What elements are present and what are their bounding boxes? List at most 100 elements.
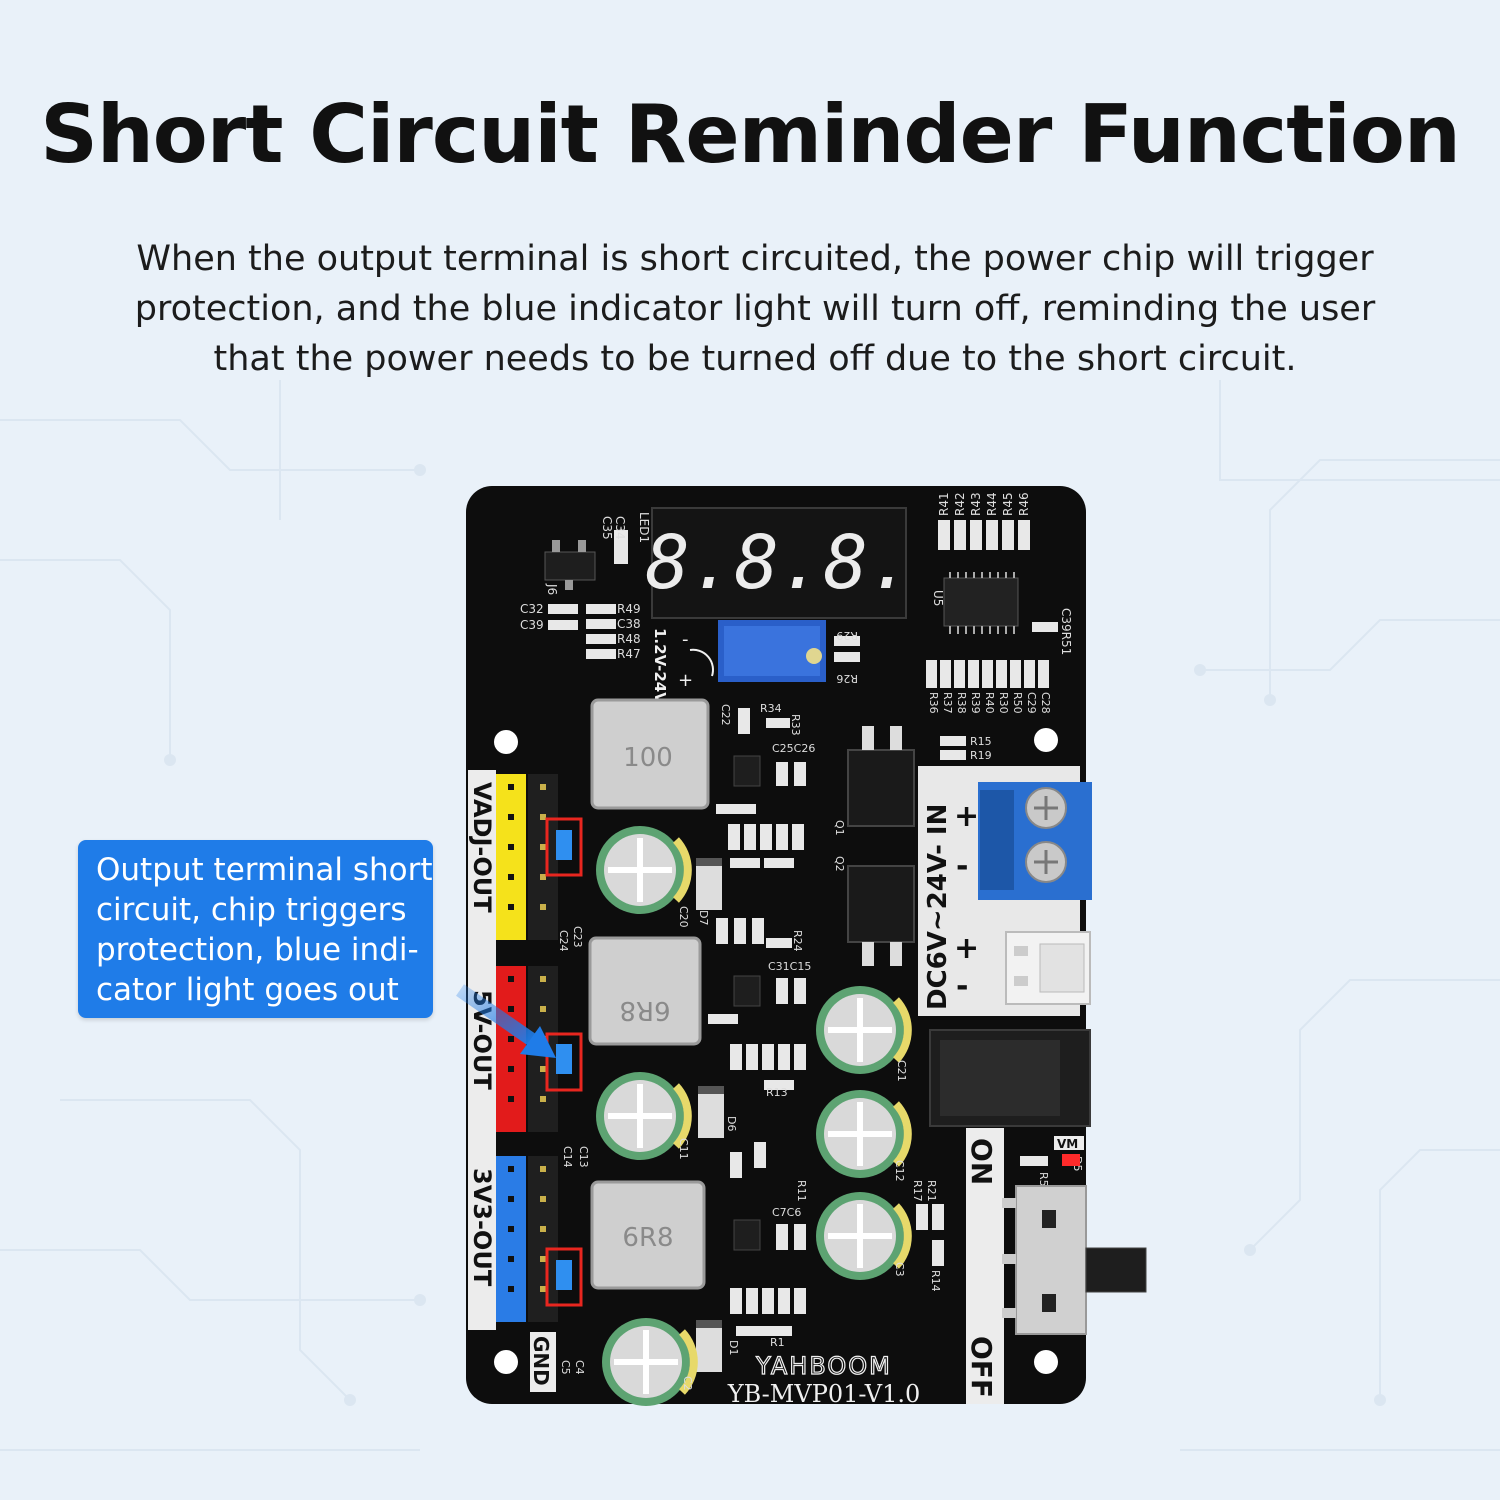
silk-label: R26 [836,672,858,685]
mounting-hole [494,1350,518,1374]
silk-label: C25C26 [772,742,815,755]
capacitor [602,1318,698,1406]
vadj-out-label: VADJ-OUT [468,782,496,913]
dc-barrel-jack [929,1029,1091,1127]
callout-box: Output terminal short circuit, chip trig… [78,840,433,1018]
input-range-label: 1.2V-24V [651,628,669,704]
silk-label: R41 [937,492,951,516]
silk-label: C22 [719,704,732,726]
led-ref-label: LED1 [637,512,651,543]
blue-indicator-led [545,1247,583,1307]
switch-on-label: ON [965,1138,998,1185]
silk-label: J6 [545,583,559,595]
blue-indicator-led [545,817,583,877]
silk-label: R44 [985,492,999,516]
inductor: 6R8 [588,936,702,1046]
inductor: 6R8 [590,1180,706,1290]
silk-label: R14 [929,1270,942,1292]
mounting-hole [1034,1350,1058,1374]
silk-label: R17 [911,1180,924,1202]
silk-label: R5 [1037,1172,1050,1187]
silk-label: C31C15 [768,960,811,973]
callout-line: protection, blue indi- [96,932,419,968]
3v3-out-label: 3V3-OUT [468,1168,496,1287]
silk-label: C7C6 [772,1206,801,1219]
silk-label: C21 [895,1060,908,1082]
silk-label: C38 [617,617,641,631]
silk-label: C39R51 [1059,608,1073,655]
silk-label: R40 [983,692,996,714]
inductor-label: 6R8 [622,1223,673,1253]
silk-label: D7 [697,910,710,925]
model-label: YB-MVP01-V1.0 [727,1380,921,1408]
jst-minus: - [956,969,968,1004]
silk-label: C35 [600,516,614,540]
input-minus: - [956,849,968,884]
silk-label: R47 [617,647,641,661]
mosfet [847,726,915,827]
potentiometer [718,620,826,682]
capacitor [816,1192,912,1280]
silk-label: C34 [613,516,627,540]
silk-label: C29 [1025,692,1038,714]
diode [696,858,722,910]
mounting-hole [494,730,518,754]
silk-label: C3 [893,1262,906,1277]
silk-label: C32 [520,602,544,616]
silk-label: R19 [970,749,992,762]
silk-label: R29 [836,629,858,642]
description: When the output terminal is short circui… [125,234,1385,384]
seven-segment-display: 8.8.8. [645,507,913,619]
input-plus: + [954,799,979,834]
vm-red-led [1062,1154,1080,1166]
silk-label: C4 [573,1360,586,1375]
silk-label: R1 [770,1336,785,1349]
dc-input-label: DC6V~24V- IN [923,804,953,1010]
silk-label: C20 [677,906,690,928]
silk-label: R38 [955,692,968,714]
screw-terminal [978,782,1092,900]
inductor-label: 6R8 [619,995,670,1025]
silk-label: R46 [1017,492,1031,516]
silk-label: C28 [1039,692,1052,714]
silk-label: R15 [970,735,992,748]
capacitor [816,986,912,1074]
silk-label: C23 [571,926,584,948]
description-line: When the output terminal is short circui… [136,239,1374,279]
capacitor [816,1090,912,1178]
diode [696,1320,722,1372]
silk-label: C2 [681,1376,694,1391]
mounting-hole [1034,728,1058,752]
silk-label: R37 [941,692,954,714]
silk-label: D6 [725,1116,738,1131]
callout-line: cator light goes out [96,972,399,1008]
switch-off-label: OFF [965,1336,998,1398]
pot-plus: + [678,670,693,691]
silk-label: R39 [969,692,982,714]
silk-label: R21 [925,1180,938,1202]
vm-label: VM [1057,1137,1078,1151]
ic-chip [943,572,1019,634]
power-switch[interactable] [1002,1185,1147,1335]
callout-line: circuit, chip triggers [96,892,407,928]
silk-label: C5 [559,1360,572,1375]
capacitor [596,1072,692,1160]
silk-label: C12 [893,1160,906,1182]
blue-indicator-led [545,1032,583,1092]
silk-label: R11 [795,1180,808,1202]
mosfet [847,865,915,966]
brand-logo: YAHBOOM [755,1352,892,1380]
silk-label: R30 [997,692,1010,714]
silk-label: R13 [766,1086,788,1099]
chip-ref-label: U5 [931,590,945,606]
silk-label: C14 [561,1146,574,1168]
capacitor [596,826,692,914]
silk-label: R36 [927,692,940,714]
silk-label: R49 [617,602,641,616]
silk-label: R48 [617,632,641,646]
silk-label: C39 [520,618,544,632]
silk-label: Q2 [833,856,846,872]
inductor-label: 100 [623,743,673,773]
